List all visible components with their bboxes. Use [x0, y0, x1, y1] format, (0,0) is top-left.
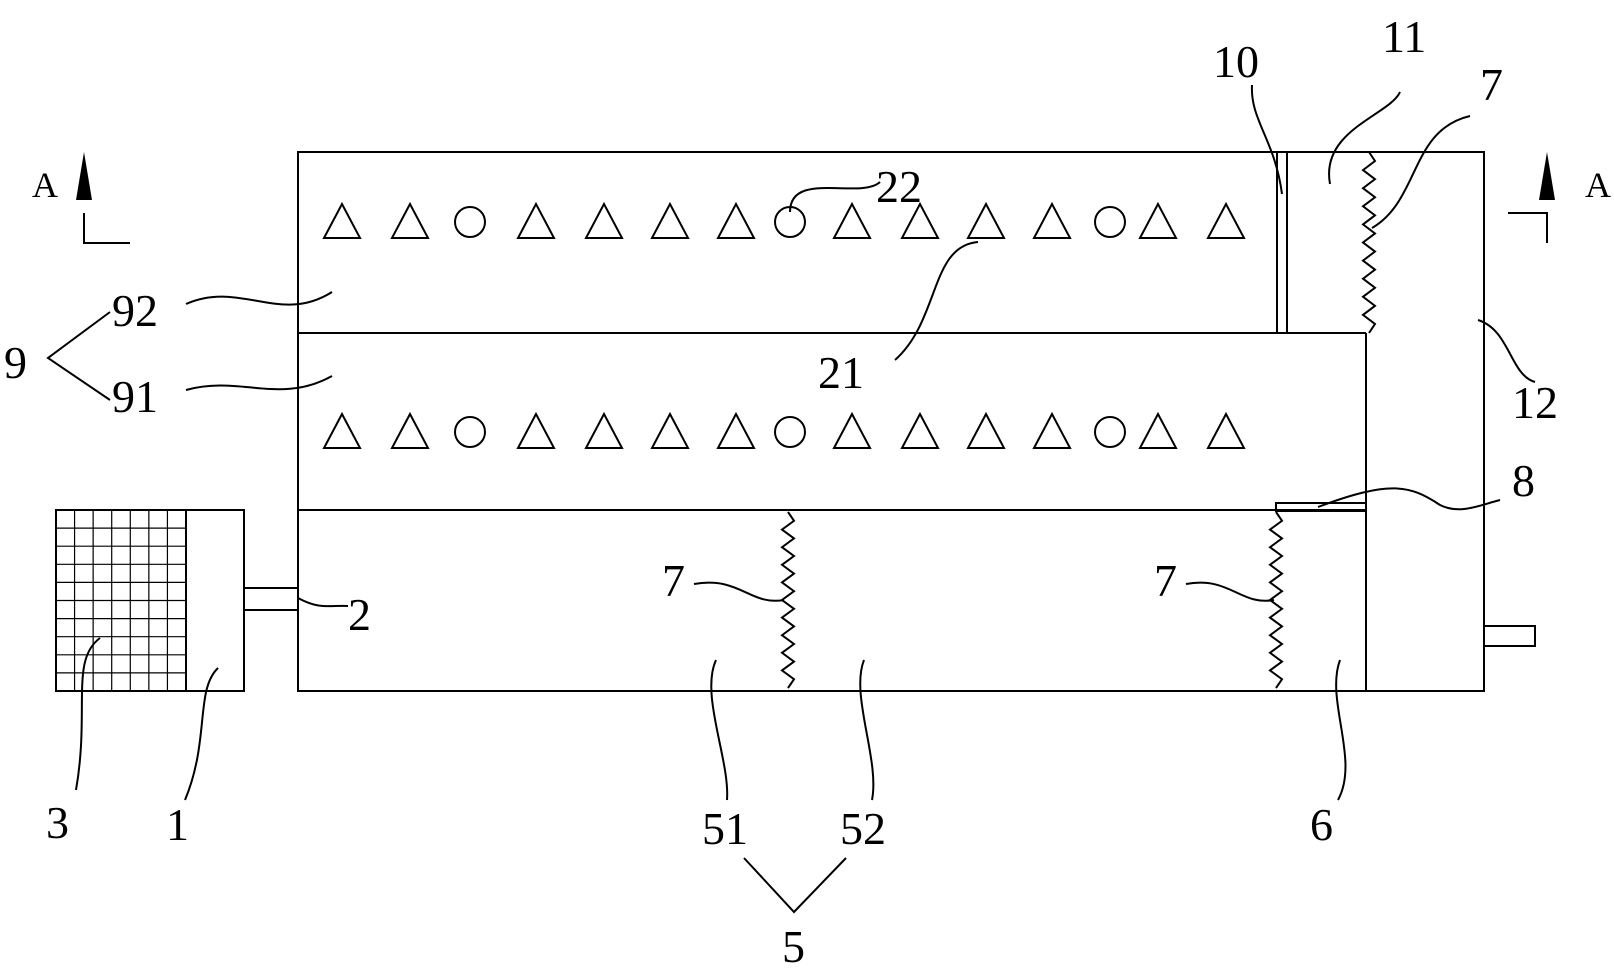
- triangle-marker: [1138, 411, 1178, 449]
- circle-marker: [454, 416, 486, 448]
- circle-marker: [774, 416, 806, 448]
- triangle-marker: [322, 201, 362, 239]
- label-7-left: 7: [662, 555, 685, 606]
- inlet-pipe-2: [244, 587, 298, 611]
- section-label-right: A: [1585, 165, 1611, 205]
- label-1: 1: [166, 799, 189, 850]
- label-22: 22: [876, 161, 922, 212]
- outlet-pipe: [1484, 625, 1536, 647]
- triangle-marker: [1032, 411, 1072, 449]
- triangle-marker: [966, 201, 1006, 239]
- triangle-marker: [1206, 411, 1246, 449]
- label-7-top: 7: [1480, 59, 1503, 110]
- triangle-marker: [650, 411, 690, 449]
- circle-marker: [1094, 416, 1126, 448]
- triangle-marker: [390, 201, 430, 239]
- label-10: 10: [1213, 36, 1259, 87]
- label-2: 2: [348, 589, 371, 640]
- triangle-marker: [832, 201, 872, 239]
- triangle-marker: [900, 201, 940, 239]
- label-92: 92: [112, 285, 158, 336]
- label-6: 6: [1310, 799, 1333, 850]
- mesh-grid-icon: [55, 509, 187, 692]
- triangle-marker: [584, 201, 624, 239]
- triangle-marker: [584, 411, 624, 449]
- triangle-marker: [650, 201, 690, 239]
- triangle-marker: [322, 411, 362, 449]
- triangle-marker: [1138, 201, 1178, 239]
- triangle-marker: [516, 411, 556, 449]
- shape-row-middle: [322, 411, 1246, 449]
- triangle-marker: [832, 411, 872, 449]
- triangle-marker: [1032, 201, 1072, 239]
- section-mark-right: A: [1508, 152, 1611, 243]
- label-12: 12: [1512, 377, 1558, 428]
- triangle-marker: [716, 201, 756, 239]
- plate-8: [1275, 502, 1367, 512]
- labels: 22 21 92 91 9 10 11 7 12 8 2 7 7 3 1 51 …: [4, 11, 1558, 971]
- up-arrow-icon: [1539, 152, 1555, 200]
- section-mark-left: A: [32, 152, 130, 244]
- label-9: 9: [4, 337, 27, 388]
- circle-marker: [1094, 206, 1126, 238]
- partition-10: [1276, 152, 1288, 333]
- label-5: 5: [782, 921, 805, 971]
- section-label-left: A: [32, 165, 58, 205]
- triangle-marker: [966, 411, 1006, 449]
- leader-lines: [46, 84, 1536, 914]
- label-21: 21: [818, 347, 864, 398]
- inlet-box-1: [55, 509, 245, 692]
- triangle-marker: [716, 411, 756, 449]
- label-11: 11: [1382, 11, 1426, 62]
- label-91: 91: [112, 371, 158, 422]
- label-7-right: 7: [1154, 555, 1177, 606]
- triangle-marker: [390, 411, 430, 449]
- triangle-marker: [900, 411, 940, 449]
- triangle-marker: [1206, 201, 1246, 239]
- label-52: 52: [840, 803, 886, 854]
- zigzag-spring-icon: [1361, 151, 1377, 334]
- circle-marker: [454, 206, 486, 238]
- label-3: 3: [46, 797, 69, 848]
- triangle-marker: [516, 201, 556, 239]
- up-arrow-icon: [76, 152, 92, 200]
- label-51: 51: [702, 803, 748, 854]
- main-housing: [297, 151, 1485, 692]
- label-8: 8: [1512, 455, 1535, 506]
- shape-row-top: [322, 201, 1246, 239]
